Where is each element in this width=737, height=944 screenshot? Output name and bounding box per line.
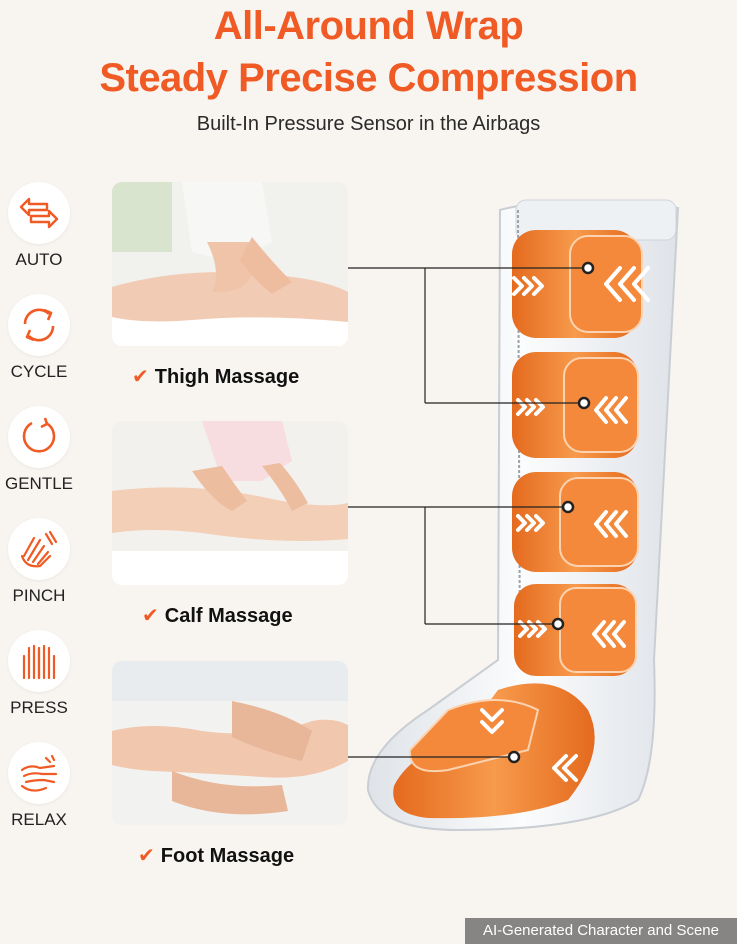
checkmark-icon: ✔	[132, 366, 149, 388]
mode-cycle: CYCLE	[0, 294, 78, 382]
headline-line-2: Steady Precise Compression	[99, 56, 638, 100]
mode-label: PRESS	[10, 698, 68, 717]
mode-label: GENTLE	[4, 474, 74, 493]
mode-auto: AUTO	[0, 182, 78, 270]
arrows-left-right-icon	[8, 182, 70, 244]
mode-label: PINCH	[12, 586, 66, 605]
pinch-hands-icon	[8, 518, 70, 580]
ai-generated-watermark: AI-Generated Character and Scene	[465, 918, 737, 944]
calf-massage-label: ✔Calf Massage	[142, 605, 293, 627]
mode-pinch: PINCH	[0, 518, 78, 606]
calf-massage-photo	[112, 421, 348, 585]
mode-relax: RELAX	[0, 742, 78, 830]
mode-label: RELAX	[11, 810, 67, 829]
mode-press: PRESS	[0, 630, 78, 718]
mode-label: CYCLE	[10, 362, 68, 381]
checkmark-icon: ✔	[142, 605, 159, 627]
foot-massage-label: ✔Foot Massage	[138, 845, 295, 867]
thigh-airbag-lower	[512, 352, 639, 458]
checkmark-icon: ✔	[138, 845, 155, 867]
mode-gentle: GENTLE	[0, 406, 78, 494]
press-hands-icon	[8, 630, 70, 692]
thigh-massage-photo	[112, 182, 348, 346]
foot-airbag	[393, 683, 595, 819]
leg-wrap-device	[348, 199, 680, 832]
thigh-massage-label: ✔Thigh Massage	[132, 366, 300, 388]
relax-hands-icon	[8, 742, 70, 804]
cycle-arrows-icon	[8, 294, 70, 356]
foot-massage-photo	[112, 661, 348, 825]
subtitle: Built-In Pressure Sensor in the Airbags	[196, 113, 541, 135]
circular-arrow-icon	[8, 406, 70, 468]
mode-label: AUTO	[15, 250, 63, 269]
headline-line-1: All-Around Wrap	[213, 4, 524, 48]
